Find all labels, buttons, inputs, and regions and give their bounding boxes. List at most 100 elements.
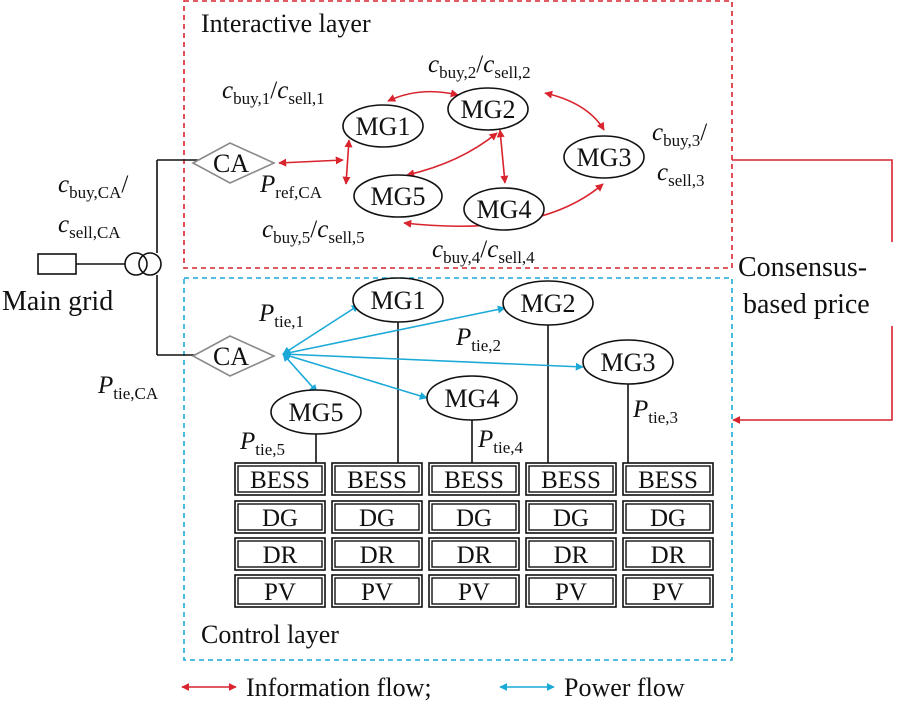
main-grid-block (37, 253, 77, 275)
component-stacks: BESSDGDRPVBESSDGDRPVBESSDGDRPVBESSDGDRPV… (234, 462, 714, 608)
stack-box-dg-mg1 (234, 500, 326, 534)
ca-label-interactive: CA (213, 149, 249, 178)
stack-label-bess-mg2: BESS (347, 467, 407, 494)
stack-label-bess-mg1: BESS (250, 467, 310, 494)
stack-box-inner-bess-mg3 (431, 465, 517, 493)
stack-box-inner-dr-mg3 (431, 540, 517, 568)
info-arrow-mg2-mg3 (544, 90, 605, 131)
stack-box-bess-mg4 (525, 462, 617, 496)
mg4-node-control (426, 375, 518, 421)
power-flow-arrows (282, 304, 584, 400)
stack-box-pv-mg1 (234, 574, 326, 608)
stack-label-pv-mg1: PV (264, 579, 296, 606)
stack-box-inner-dg-mg3 (431, 503, 517, 531)
stack-box-inner-bess-mg4 (528, 465, 614, 493)
stack-label-dg-mg5: DG (650, 505, 686, 532)
mg5-node-interactive (353, 174, 443, 218)
mg4-label-interactive: MG4 (477, 195, 532, 224)
stack-box-dr-mg3 (428, 537, 520, 571)
ca-label-control: CA (213, 342, 249, 371)
stack-label-dr-mg3: DR (457, 542, 492, 569)
interactive-layer-box (183, 0, 733, 269)
legend-power-label: Power flow (564, 673, 685, 702)
stack-box-inner-dr-mg1 (237, 540, 323, 568)
mg3-node-control (582, 339, 674, 385)
mg5-label-interactive: MG5 (371, 182, 426, 211)
mg1-label-control: MG1 (371, 286, 426, 315)
mg2-node-control (502, 280, 594, 326)
stack-label-dr-mg5: DR (651, 542, 686, 569)
stack-box-inner-pv-mg5 (625, 577, 711, 605)
mg3-node-interactive (563, 135, 645, 179)
ca-node-control (191, 335, 276, 377)
stack-box-dr-mg2 (331, 537, 423, 571)
stack-box-bess-mg1 (234, 462, 326, 496)
p-tie-ca-label: Ptie,CA (97, 372, 159, 403)
stack-box-inner-pv-mg4 (528, 577, 614, 605)
stack-label-dr-mg2: DR (360, 542, 395, 569)
legend-info-label: Information flow; (246, 673, 432, 702)
mg3-label-interactive: MG3 (577, 143, 632, 172)
info-arrow-mg1-mg2 (387, 89, 459, 102)
stack-box-bess-mg5 (622, 462, 714, 496)
control-layer-box (183, 277, 733, 661)
stack-box-dr-mg1 (234, 537, 326, 571)
consensus-label-line2: based price (743, 289, 870, 320)
stack-label-dg-mg1: DG (262, 505, 298, 532)
p-tie-3-label: Ptie,3 (632, 396, 678, 427)
stack-label-pv-mg5: PV (652, 579, 684, 606)
stack-box-dg-mg5 (622, 500, 714, 534)
stack-box-inner-dr-mg2 (334, 540, 420, 568)
info-arrow-mg2-mg4 (496, 129, 509, 184)
price-label-mg3-sell: csell,3 (657, 159, 704, 190)
mg4-node-interactive (463, 187, 545, 231)
information-flow-arrows (278, 89, 605, 228)
price-label-mg3-buy: cbuy,3/ (652, 119, 707, 150)
p-ref-ca-label: Pref,CA (259, 171, 323, 202)
info-arrow-mg5-mg2 (406, 132, 498, 178)
stack-box-inner-dr-mg4 (528, 540, 614, 568)
main-grid-wiring (76, 159, 210, 356)
stack-box-dr-mg4 (525, 537, 617, 571)
stack-label-dg-mg2: DG (359, 505, 395, 532)
power-arrow-ca-mg5 (282, 353, 318, 393)
mg2-node-interactive (447, 87, 529, 131)
mg4-label-control: MG4 (445, 384, 500, 413)
p-tie-4-label: Ptie,4 (477, 426, 524, 457)
control-layer-title: Control layer (201, 620, 339, 649)
price-label-mg5: cbuy,5/csell,5 (262, 216, 365, 247)
mg1-label-interactive: MG1 (356, 112, 411, 141)
price-label-mg2: cbuy,2/csell,2 (428, 51, 531, 82)
main-grid-label: Main grid (2, 286, 113, 317)
stack-label-pv-mg4: PV (555, 579, 587, 606)
stack-box-bess-mg3 (428, 462, 520, 496)
stack-label-dr-mg4: DR (554, 542, 589, 569)
stack-box-inner-dg-mg5 (625, 503, 711, 531)
info-arrow-mg1-mg5 (342, 139, 353, 185)
stack-label-bess-mg3: BESS (444, 467, 504, 494)
price-label-ca-sell: csell,CA (58, 211, 121, 242)
p-tie-2-label: Ptie,2 (455, 324, 501, 355)
power-arrow-ca-mg3 (282, 350, 584, 371)
stack-box-dr-mg5 (622, 537, 714, 571)
p-tie-1-label: Ptie,1 (258, 300, 304, 331)
stack-box-dg-mg2 (331, 500, 423, 534)
consensus-label-bg (736, 242, 894, 326)
stack-label-dg-mg3: DG (456, 505, 492, 532)
p-tie-5-label: Ptie,5 (239, 428, 285, 459)
stack-box-inner-dg-mg2 (334, 503, 420, 531)
stack-label-dr-mg1: DR (263, 542, 298, 569)
stack-box-inner-dg-mg1 (237, 503, 323, 531)
price-label-mg1: cbuy,1/csell,1 (222, 77, 325, 108)
mg1-node-control (352, 277, 444, 323)
stack-box-inner-bess-mg5 (625, 465, 711, 493)
stack-box-inner-bess-mg2 (334, 465, 420, 493)
stack-box-pv-mg4 (525, 574, 617, 608)
stack-box-pv-mg5 (622, 574, 714, 608)
stack-box-inner-pv-mg1 (237, 577, 323, 605)
stack-box-pv-mg3 (428, 574, 520, 608)
mg2-label-interactive: MG2 (461, 95, 516, 124)
stack-label-pv-mg3: PV (458, 579, 490, 606)
stack-box-dg-mg4 (525, 500, 617, 534)
